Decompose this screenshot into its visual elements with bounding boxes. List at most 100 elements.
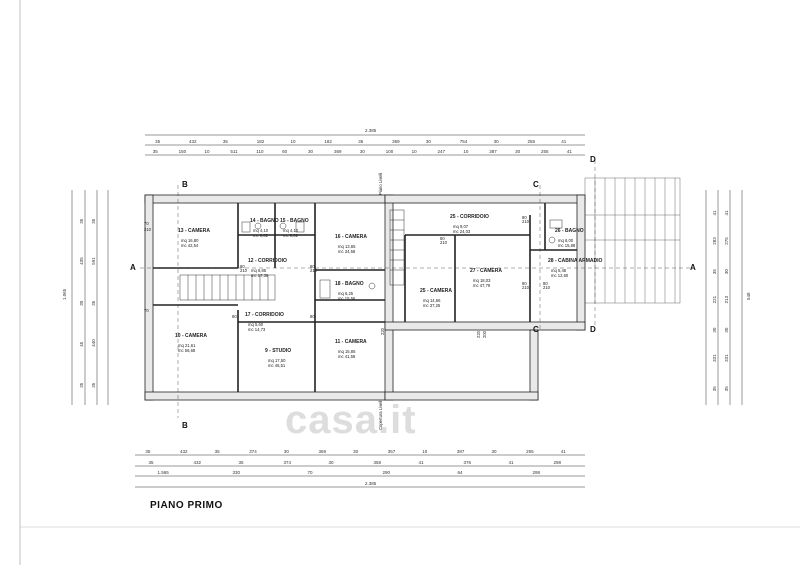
- room-volume-mc: mc 9,62: [253, 233, 269, 238]
- dimension-value: 35: [358, 139, 364, 144]
- dimension-value: 35: [91, 218, 96, 224]
- right-dimensions: [705, 190, 743, 405]
- dimension-value: 358: [374, 460, 382, 465]
- dimension-value: 255: [526, 449, 534, 454]
- staircase: [179, 209, 405, 301]
- dimension-value: 30: [426, 139, 432, 144]
- door-label: 80: [232, 314, 237, 319]
- dimension-value: 41: [567, 149, 573, 154]
- room-volume-mc: mc 47,79: [473, 283, 491, 288]
- top-dimensions: [145, 134, 585, 156]
- room-volume-mc: mc 9,62: [283, 233, 299, 238]
- dimension-value: 35: [91, 300, 96, 306]
- room-area-mq: mq 6,00: [558, 238, 574, 243]
- dimension-value: 35: [215, 449, 221, 454]
- dimension-value: 255: [527, 139, 535, 144]
- room-volume-mc: mc 12,60: [551, 273, 569, 278]
- dimension-value: 275: [724, 237, 729, 245]
- door-label: 210: [522, 219, 530, 224]
- dimension-value: 221: [712, 295, 717, 303]
- dimension-value: 35: [724, 386, 729, 392]
- sill-label: 200: [482, 330, 487, 338]
- room-volume-mc: mc 46,51: [268, 363, 286, 368]
- dimension-value: 283: [712, 237, 717, 245]
- dimension-value: 41: [419, 460, 425, 465]
- dimension-value: 150: [179, 149, 187, 154]
- dimension-value: 41: [712, 210, 717, 216]
- room-area-mq: mq 16,80: [181, 238, 199, 243]
- room-name: 14 - BAGNO: [250, 218, 279, 224]
- door-label: 80: [543, 281, 548, 286]
- dimension-value: 64: [458, 470, 464, 475]
- dimension-value: 298: [554, 460, 562, 465]
- left-total-dimension: 1.065: [62, 288, 67, 300]
- room-volume-mc: mc 15,56: [338, 296, 356, 301]
- terrace-hatch: [584, 177, 681, 304]
- dimension-value: 35: [145, 449, 151, 454]
- dimension-value: 35: [91, 382, 96, 388]
- bottom-total-dimension: 2.385: [365, 481, 377, 486]
- room-volume-mc: mc 24,03: [453, 229, 471, 234]
- room-area-mq: mq 18,03: [473, 278, 491, 283]
- room-area-mq: mq 6,25: [338, 291, 354, 296]
- room-volume-mc: mc 14,73: [248, 327, 266, 332]
- room-name: 16 - CAMERA: [335, 234, 367, 240]
- section-a-left: A: [130, 263, 136, 272]
- dimension-value: 432: [189, 139, 197, 144]
- room-volume-mc: mc 56,68: [178, 348, 196, 353]
- dimension-value: 70: [308, 470, 314, 475]
- door-label: 80: [522, 281, 527, 286]
- section-b-top: B: [182, 180, 188, 189]
- door-label: 70: [144, 221, 149, 226]
- dimension-value: 30: [308, 149, 314, 154]
- door-label: 210: [440, 240, 448, 245]
- dimension-value: 511: [230, 149, 238, 154]
- door-label: 210: [310, 268, 318, 273]
- dimension-value: 357: [388, 449, 396, 454]
- door-labels: 70 210 80 210 80 210 70 80 80 80 210 80 …: [144, 215, 551, 319]
- dimension-value: 41: [509, 460, 515, 465]
- floor-title: PIANO PRIMO: [150, 500, 223, 511]
- dimension-value: 30: [353, 449, 359, 454]
- dimension-value: 331: [724, 354, 729, 362]
- room-volume-mc: mc 17,36: [251, 273, 269, 278]
- room-area-mq: mq 13,65: [338, 244, 356, 249]
- sill-label: 220: [380, 327, 385, 335]
- dimension-value: 374: [284, 460, 292, 465]
- dimension-value: 110: [256, 149, 264, 154]
- room-name: 27 - CAMERA: [470, 268, 502, 274]
- door-label: 80: [440, 236, 445, 241]
- room-name: 9 - STUDIO: [265, 348, 291, 354]
- section-c-top: C: [533, 180, 539, 189]
- room-volume-mc: mc 41,58: [338, 354, 356, 359]
- section-lines: [140, 160, 690, 418]
- room-volume-mc: mc 42,54: [181, 243, 199, 248]
- exterior-walls: [144, 194, 586, 401]
- dimension-value: 298: [533, 470, 541, 475]
- dimension-value: 330: [233, 470, 241, 475]
- dimension-value: 432: [194, 460, 202, 465]
- dimension-value: 41: [561, 449, 567, 454]
- section-d-bottom: D: [590, 325, 596, 334]
- interior-walls: [153, 203, 577, 392]
- bathroom-fixtures: [241, 219, 563, 299]
- room-area-mq: mq 4,10: [283, 228, 299, 233]
- dimension-value: 35: [79, 218, 84, 224]
- section-b-bottom: B: [182, 421, 188, 430]
- dimension-value: 30: [329, 460, 335, 465]
- dimension-value: 369: [318, 449, 326, 454]
- watermark-logo: casa.it: [285, 398, 417, 442]
- room-area-mq: mq 9,07: [453, 224, 469, 229]
- room-name: 18 - BAGNO: [335, 281, 364, 287]
- dimension-value: 30: [79, 300, 84, 306]
- dimension-value: 440: [91, 339, 96, 347]
- section-c-bottom: C: [533, 325, 539, 334]
- door-label: 210: [240, 268, 248, 273]
